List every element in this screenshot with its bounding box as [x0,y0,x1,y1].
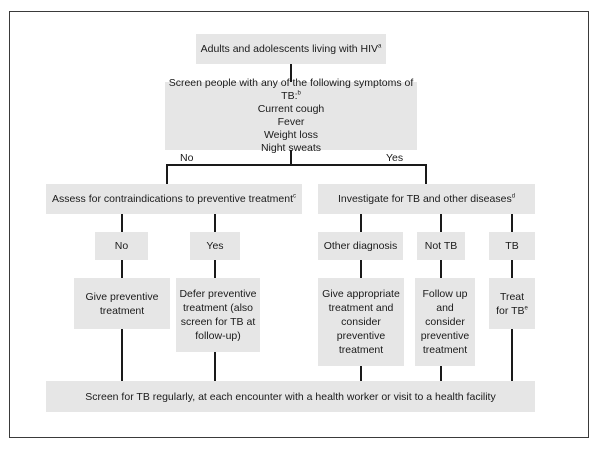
connector-line [166,164,168,184]
follow-up-box: Follow up and consider preventive treatm… [415,278,475,366]
diagram-frame [9,11,589,438]
footnote-e: e [524,305,528,311]
connector-line [440,214,442,232]
connector-line [214,260,216,278]
treat-tb-line: Treat [499,290,525,303]
population-text: Adults and adolescents living with HIV [200,43,379,55]
give-appropriate-treatment-box: Give appropriate treatment and consider … [318,278,404,366]
connector-line [360,260,362,278]
connector-line [511,260,513,278]
footnote-b: b [297,90,301,97]
connector-line [290,64,292,82]
treat-tb-box: Treat for TBe [489,278,535,329]
symptom-screen-box: Screen people with any of the following … [165,77,417,154]
connector-line [425,164,427,184]
connector-line [121,329,123,381]
give-preventive-box: Give preventive treatment [74,278,170,329]
symptom-item: Weight loss [263,129,319,141]
connector-line [511,329,513,381]
option-yes-box: Yes [190,232,240,260]
defer-preventive-line: treatment (also [182,302,254,314]
give-appropriate-line: consider [341,316,381,328]
connector-line [121,260,123,278]
symptom-item: Current cough [257,103,325,115]
tb-label: TB [505,240,519,252]
give-appropriate-line: treatment and [328,302,394,314]
follow-up-line: consider [425,316,465,328]
connector-line [440,260,442,278]
follow-up-line: Follow up [422,288,468,300]
connector-line [214,214,216,232]
connector-line [290,150,292,165]
defer-preventive-box: Defer preventive treatment (also screen … [176,278,260,352]
screen-instruction: Screen people with any of the following … [168,77,414,102]
give-appropriate-line: treatment [338,344,384,356]
other-diagnosis-label: Other diagnosis [323,240,398,252]
branch-yes-label: Yes [386,152,404,164]
footnote-d: d [511,193,516,200]
connector-line [511,214,513,232]
investigate-box: Investigate for TB and other diseasesd [318,184,535,214]
footnote-c: c [293,193,297,200]
screen-regularly-box: Screen for TB regularly, at each encount… [46,381,535,412]
assess-text: Assess for contraindications to preventi… [51,193,294,205]
connector-line [214,352,216,381]
investigate-text: Investigate for TB and other diseases [337,193,512,205]
follow-up-line: and [436,302,454,314]
connector-line [166,164,426,166]
give-appropriate-line: Give appropriate [322,288,400,300]
defer-preventive-line: screen for TB at [180,316,256,328]
connector-line [360,366,362,381]
footnote-a: a [378,43,382,50]
option-yes-label: Yes [206,240,224,252]
follow-up-line: preventive [420,330,470,342]
population-box: Adults and adolescents living with HIVa [196,34,386,64]
tb-box: TB [489,232,535,260]
defer-preventive-line: Defer preventive [179,288,257,300]
other-diagnosis-box: Other diagnosis [318,232,403,260]
screen-regularly-text: Screen for TB regularly, at each encount… [85,390,496,403]
connector-line [360,214,362,232]
symptom-item: Fever [277,116,305,128]
give-appropriate-line: preventive [336,330,386,342]
follow-up-line: treatment [422,344,468,356]
connector-line [440,366,442,381]
give-preventive-line: Give preventive [85,290,159,303]
assess-contraindications-box: Assess for contraindications to preventi… [46,184,302,214]
option-no-box: No [95,232,148,260]
branch-no-label: No [180,152,194,164]
not-tb-label: Not TB [424,240,458,252]
connector-line [121,214,123,232]
defer-preventive-line: follow-up) [195,330,241,342]
give-preventive-line: treatment [99,304,145,317]
not-tb-box: Not TB [417,232,465,260]
treat-tb-line: for TB [496,304,525,317]
symptom-item: Night sweats [260,142,322,154]
option-no-label: No [114,240,129,252]
